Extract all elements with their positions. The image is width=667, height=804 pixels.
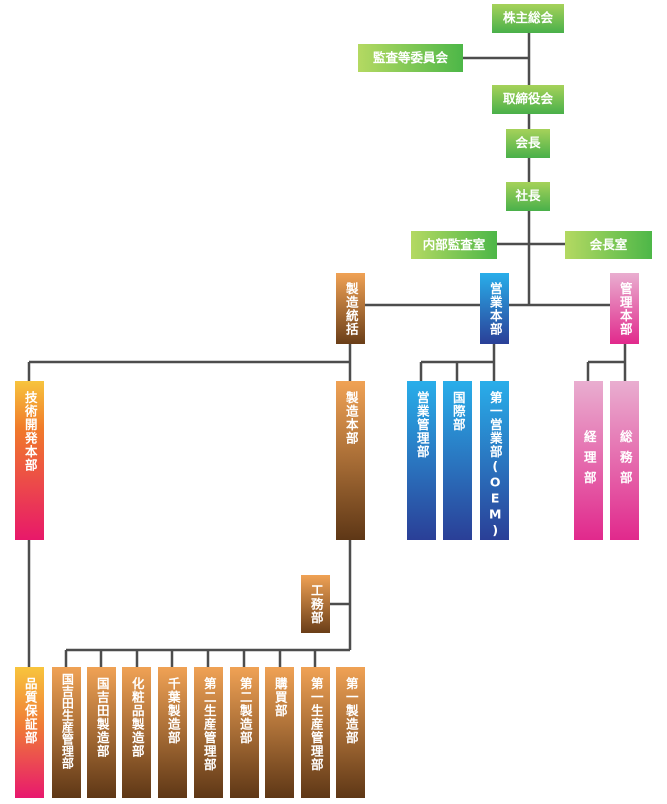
general-affairs-box: 総務部 <box>610 381 639 540</box>
manufacturing-hq-box: 製造本部 <box>336 381 365 540</box>
tech-dev-hq-box: 技術開発本部 <box>15 381 44 540</box>
internal-audit-box: 内部監査室 <box>411 231 497 259</box>
sales-1-oem-box: 第一営業部(OEM) <box>480 381 509 540</box>
purchasing-box: 購買部 <box>265 667 294 798</box>
board-of-directors-box: 取締役会 <box>492 85 564 114</box>
prod-mgmt-1-box: 第一生産管理部 <box>301 667 330 798</box>
kuniyoshida-prod-mgmt-box: 国吉田生産管理部 <box>52 667 81 798</box>
president-box: 社長 <box>506 182 550 211</box>
audit-committee-box: 監査等委員会 <box>358 44 463 72</box>
prod-mgmt-2-box: 第二生産管理部 <box>194 667 223 798</box>
cosmetics-mfg-box: 化粧品製造部 <box>122 667 151 798</box>
sales-management-box: 営業管理部 <box>407 381 436 540</box>
international-box: 国際部 <box>443 381 472 540</box>
mfg-2-box: 第二製造部 <box>230 667 259 798</box>
chairman-office-box: 会長室 <box>565 231 652 259</box>
mfg-1-box: 第一製造部 <box>336 667 365 798</box>
engineering-works-box: 工務部 <box>301 575 330 633</box>
accounting-box: 経理部 <box>574 381 603 540</box>
quality-assurance-box: 品質保証部 <box>15 667 44 798</box>
kuniyoshida-mfg-box: 国吉田製造部 <box>87 667 116 798</box>
manufacturing-control-box: 製造統括 <box>336 273 365 344</box>
chairman-box: 会長 <box>506 129 550 158</box>
sales-hq-box: 営業本部 <box>480 273 509 344</box>
chiba-mfg-box: 千葉製造部 <box>158 667 187 798</box>
admin-hq-box: 管理本部 <box>610 273 639 344</box>
shareholders-meeting-box: 株主総会 <box>492 4 564 33</box>
